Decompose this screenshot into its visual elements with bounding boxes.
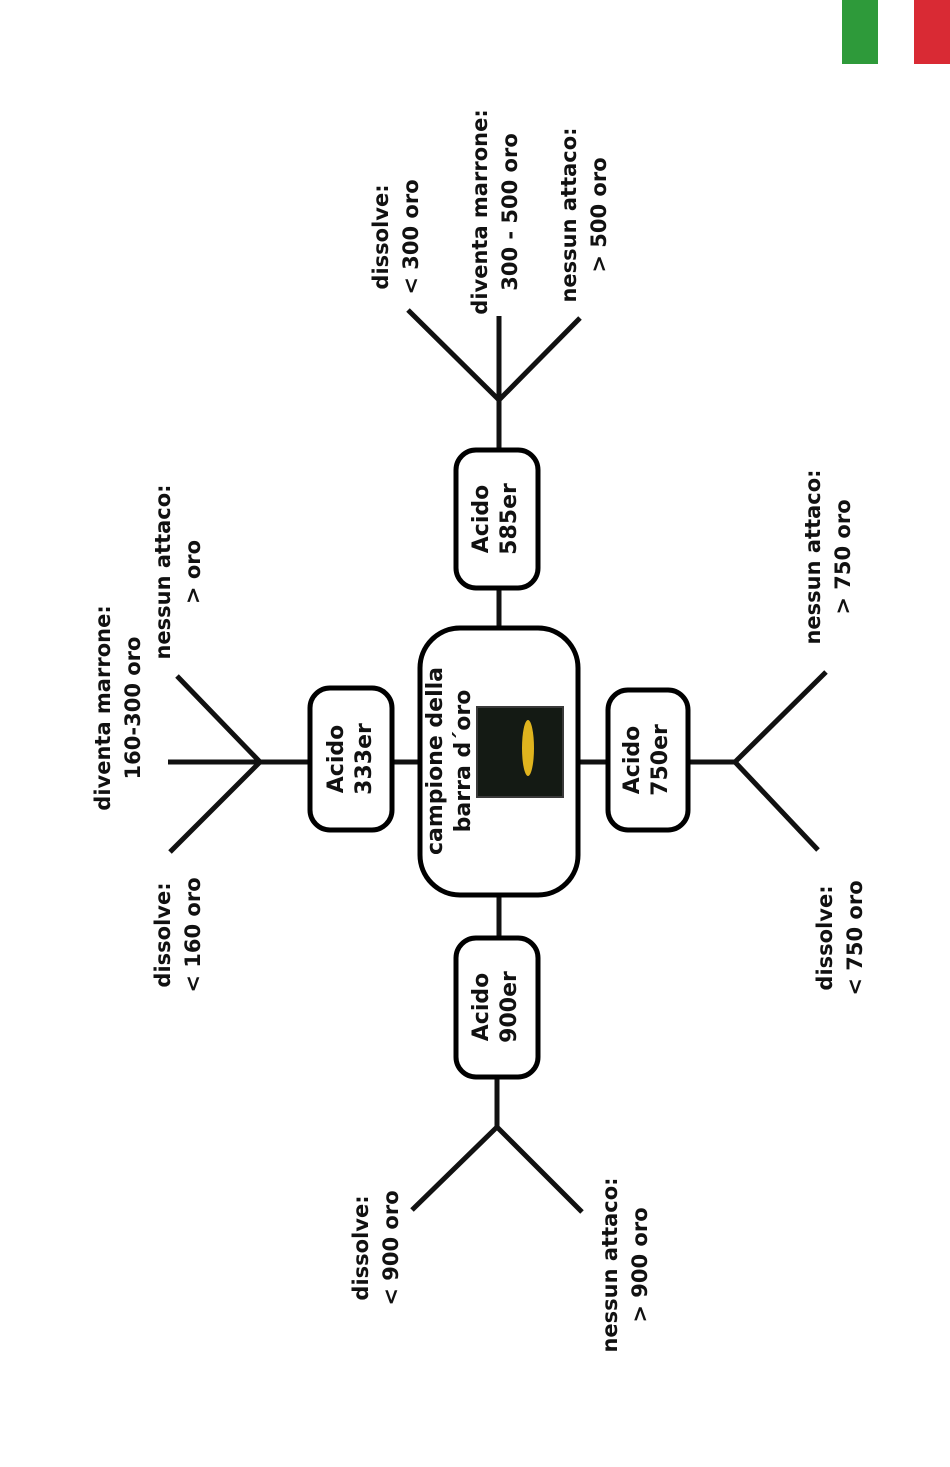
acid-900-label-line1: Acido	[469, 973, 494, 1041]
outcome-333-brown-line2: 160-300 oro	[121, 637, 145, 780]
branch-900-no-attack	[495, 1125, 584, 1214]
outcome-333-no-attack-line1: nessun attaco:	[151, 484, 175, 659]
acid-585-box	[453, 447, 541, 591]
outcome-585-turns-brown: diventa marrone: 300 - 500 oro	[468, 109, 522, 314]
outcome-333-turns-brown: diventa marrone: 160-300 oro	[91, 605, 145, 810]
outcome-750-dissolve-line1: dissolve:	[813, 885, 837, 990]
acid-333-label-line1: Acido	[324, 725, 349, 793]
acid-333-label-line2: 333er	[352, 723, 377, 795]
outcome-750-no-attack-line1: nessun attaco:	[801, 469, 825, 644]
outcome-900-no-attack: nessun attaco: > 900 oro	[598, 1177, 652, 1352]
gold-bar-sample-node: campione della barra d´oro	[417, 625, 581, 898]
outcome-750-no-attack-line2: > 750 oro	[831, 499, 855, 614]
outcome-585-brown-line2: 300 - 500 oro	[498, 133, 522, 291]
italian-flag	[842, 0, 950, 64]
branch-750-dissolve	[733, 760, 820, 852]
sample-label-line1: campione della	[423, 667, 448, 855]
gold-bar-highlight	[522, 720, 534, 776]
acid-900-box	[453, 935, 541, 1080]
outcome-333-no-attack-line2: > oro	[181, 540, 205, 604]
acid-585-node: Acido 585er	[453, 447, 541, 591]
acid-585-label-line1: Acido	[469, 485, 494, 553]
outcome-333-brown-line1: diventa marrone:	[91, 605, 115, 810]
outcome-585-no-attack-line1: nessun attaco:	[557, 127, 581, 302]
flag-green-band	[842, 0, 878, 64]
outcome-750-no-attack: nessun attaco: > 750 oro	[801, 469, 855, 644]
flag-white-band	[878, 0, 914, 64]
outcome-585-dissolve-line1: dissolve:	[369, 184, 393, 289]
acid-900-label-line2: 900er	[497, 971, 522, 1043]
gold-bar-image	[476, 706, 564, 798]
gold-bar-dark-block	[476, 706, 564, 798]
acid-750-label-line1: Acido	[620, 726, 645, 794]
branch-585-no-attack	[497, 316, 582, 402]
outcome-900-dissolve-line2: < 900 oro	[379, 1190, 403, 1305]
acid-750-box	[605, 687, 691, 833]
outcome-900-dissolves: dissolve: < 900 oro	[349, 1190, 403, 1305]
acid-333-box	[307, 685, 395, 833]
outcome-585-dissolve-line2: < 300 oro	[399, 179, 423, 294]
branch-585-dissolve	[406, 308, 501, 402]
connector-lines	[168, 308, 828, 1214]
outcome-333-dissolve-line2: < 160 oro	[181, 877, 205, 992]
branch-900-dissolve	[410, 1125, 499, 1212]
branch-750-no-attack	[733, 670, 828, 764]
outcome-333-no-attack: nessun attaco: > oro	[151, 484, 205, 659]
acid-900-node: Acido 900er	[453, 935, 541, 1080]
outcome-585-no-attack-line2: > 500 oro	[587, 157, 611, 272]
flag-red-band	[914, 0, 950, 64]
outcome-333-dissolves: dissolve: < 160 oro	[151, 877, 205, 992]
outcome-750-dissolve-line2: < 750 oro	[843, 880, 867, 995]
outcome-585-brown-line1: diventa marrone:	[468, 109, 492, 314]
branch-333-dissolve	[168, 760, 262, 854]
outcome-900-dissolve-line1: dissolve:	[349, 1195, 373, 1300]
branch-333-no-attack	[175, 674, 262, 764]
acid-750-label-line2: 750er	[648, 724, 673, 796]
acid-750-node: Acido 750er	[605, 687, 691, 833]
outcome-750-dissolves: dissolve: < 750 oro	[813, 880, 867, 995]
outcome-900-no-attack-line1: nessun attaco:	[598, 1177, 622, 1352]
outcome-900-no-attack-line2: > 900 oro	[628, 1207, 652, 1322]
outcome-585-no-attack: nessun attaco: > 500 oro	[557, 127, 611, 302]
outcome-333-dissolve-line1: dissolve:	[151, 882, 175, 987]
acid-585-label-line2: 585er	[497, 483, 522, 555]
acid-333-node: Acido 333er	[307, 685, 395, 833]
sample-label-line2: barra d´oro	[451, 690, 476, 833]
outcome-585-dissolves: dissolve: < 300 oro	[369, 179, 423, 294]
